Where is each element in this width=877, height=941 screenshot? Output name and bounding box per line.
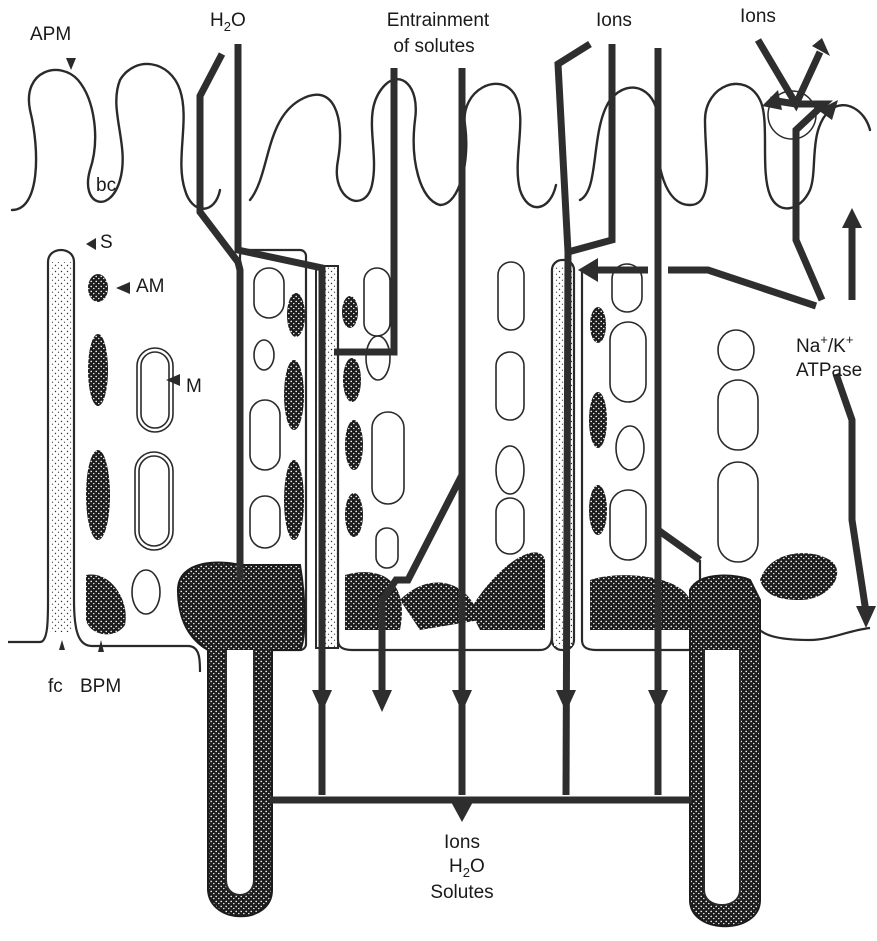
label-out-ions: Ions (444, 832, 480, 853)
label-entrainment-line1: Entrainment (387, 10, 490, 31)
arrow-down-1 (312, 690, 332, 712)
arrow-up-pump (842, 208, 862, 228)
arrow-down-output (450, 800, 474, 822)
label-water-top: H2O (210, 10, 246, 34)
label-apm: APM (30, 24, 71, 45)
label-s: S (100, 232, 113, 253)
arrow-down-pump (856, 606, 876, 628)
arrow-down-2 (372, 690, 392, 712)
label-ions-right: Ions (740, 6, 776, 27)
label-pump-line2: ATPase (796, 360, 862, 381)
label-fc: fc (48, 676, 63, 697)
apical-membrane-folds (12, 64, 870, 210)
label-bc: bc (96, 175, 116, 196)
label-bpm: BPM (80, 676, 121, 697)
arrow-out-left (762, 90, 782, 110)
label-m: M (186, 376, 202, 397)
label-pump-line1: Na+/K+ (796, 332, 853, 357)
basal-channel-left (178, 563, 305, 917)
label-ions-mid: Ions (596, 10, 632, 31)
arrow-down-3 (452, 690, 472, 712)
arrow-down-4 (556, 690, 576, 712)
label-entrainment-line2: of solutes (393, 36, 474, 57)
arrow-down-5 (648, 690, 668, 712)
label-am: AM (136, 276, 165, 297)
label-pointers (59, 58, 180, 652)
label-out-solutes: Solutes (430, 882, 493, 903)
cell-right (760, 628, 870, 640)
label-out-water: H2O (449, 856, 485, 880)
basal-channel-right (690, 553, 837, 926)
